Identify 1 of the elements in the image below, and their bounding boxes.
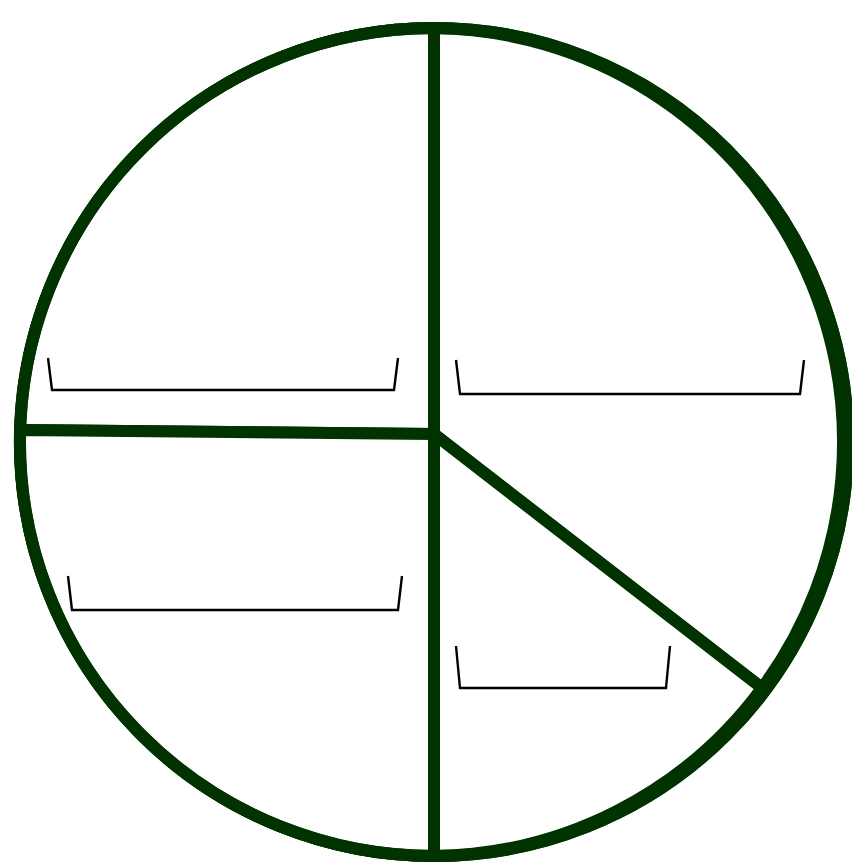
circle-outline — [14, 22, 852, 862]
